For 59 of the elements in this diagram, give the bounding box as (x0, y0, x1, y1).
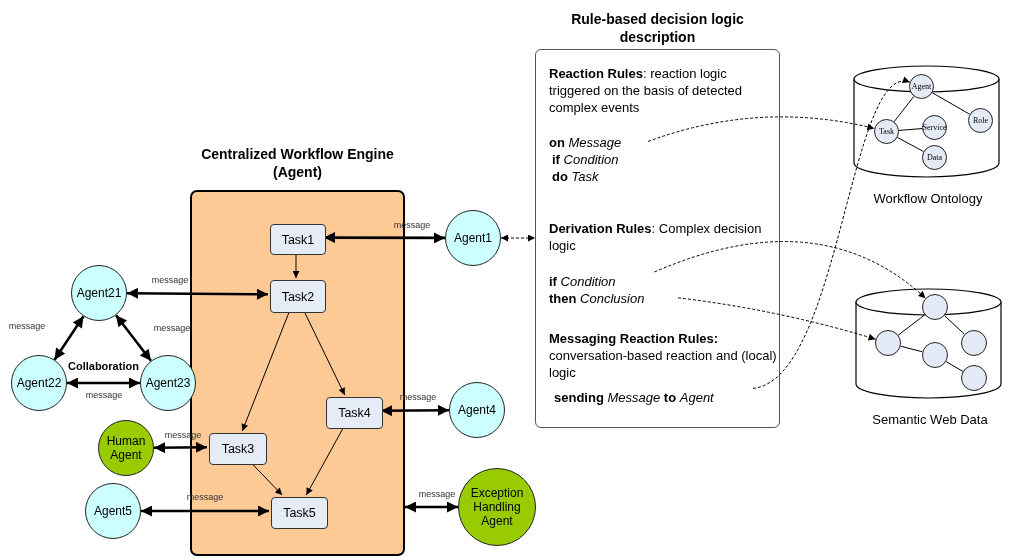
arrow (292, 252, 300, 279)
agent-circle: Agent21 (71, 265, 127, 321)
arrow (677, 297, 877, 341)
task-box: Task4 (326, 397, 383, 429)
agent-circle: Exception Handling Agent (458, 468, 536, 546)
arrow (324, 232, 445, 244)
arrow (115, 314, 152, 362)
connector-line (900, 345, 923, 353)
connector-line (893, 95, 915, 123)
rule-description: Derivation Rules: Complex decision logic (549, 220, 763, 254)
group-label: Collaboration (68, 360, 139, 372)
arrow (154, 441, 207, 454)
arrow (303, 310, 346, 396)
edge-label: message (418, 489, 456, 499)
arrow (405, 501, 458, 513)
arrow (241, 310, 290, 432)
database-caption: Semantic Web Data (871, 412, 989, 427)
task-box: Task5 (271, 497, 328, 529)
task-box: Task2 (270, 280, 326, 313)
task-box: Task3 (209, 433, 267, 465)
agent-circle: Agent5 (85, 483, 141, 539)
arrow (141, 505, 269, 517)
edge-label: message (151, 275, 189, 285)
arrow (67, 377, 140, 389)
connector-line (898, 128, 923, 131)
agent-circle: Agent23 (140, 355, 196, 411)
rule-text: if Condition (551, 151, 620, 168)
panel-title: Rule-based decision logic description (570, 10, 745, 46)
rule-text: on Message (549, 134, 623, 151)
task-box: Task1 (270, 224, 326, 255)
connector-line (944, 315, 965, 335)
rule-description: Reaction Rules: reaction logic triggered on the basis of detected complex events (549, 65, 743, 116)
rule-text: then Conclusion (549, 290, 646, 307)
connector-line (897, 314, 926, 336)
rule-description: Messaging Reaction Rules: conversation-based reaction and (local) logic (549, 330, 777, 381)
panel-title: Centralized Workflow Engine (Agent) (200, 145, 395, 181)
arrow (381, 404, 449, 417)
edge-label: message (8, 321, 46, 331)
rule-text: do Task (551, 168, 600, 185)
arrow (647, 116, 875, 142)
agent-circle: Agent4 (449, 382, 505, 438)
arrow (305, 426, 345, 496)
arrow (250, 462, 283, 496)
rule-text: if Condition (549, 273, 617, 290)
arrow (500, 234, 536, 242)
connector-line (897, 136, 924, 153)
database-caption: Workflow Ontology (872, 191, 984, 206)
arrow (127, 287, 268, 300)
agent-circle: Agent22 (11, 355, 67, 411)
edge-label: message (85, 390, 123, 400)
agent-circle: Agent1 (445, 210, 501, 266)
arrow (653, 241, 926, 299)
connector-line (931, 92, 971, 115)
agent-circle: Human Agent (98, 420, 154, 476)
arrow (53, 315, 85, 361)
arrow (752, 79, 911, 389)
rule-text: sending Message to Agent (554, 389, 715, 406)
connector-line (945, 361, 964, 372)
edge-label: message (153, 323, 191, 333)
